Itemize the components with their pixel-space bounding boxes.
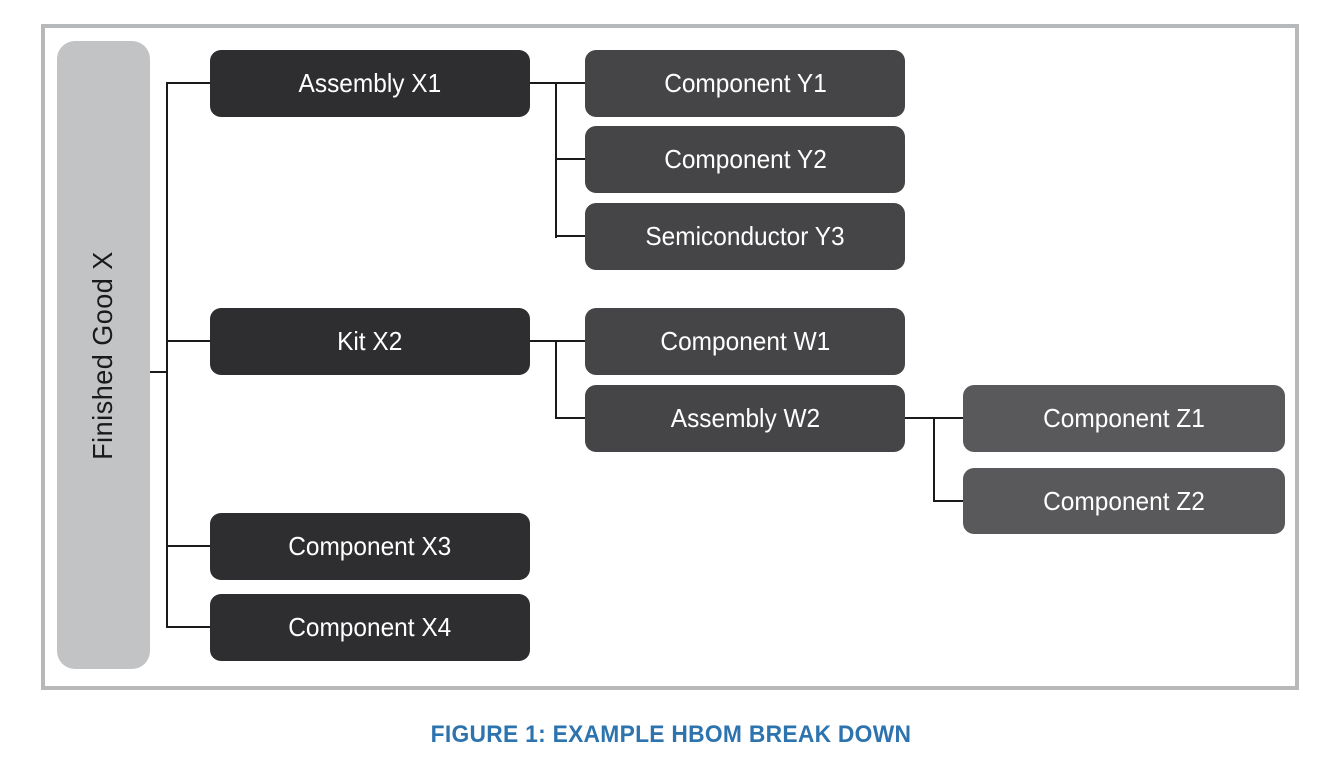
node-label: Component Z1 — [1043, 403, 1205, 433]
node-component-y2: Component Y2 — [585, 126, 905, 193]
node-component-z2: Component Z2 — [963, 468, 1285, 534]
connector-x2-to-w1 — [530, 340, 585, 342]
node-label: Component Y2 — [663, 144, 827, 174]
connector-to-component-y2 — [555, 158, 585, 160]
node-component-z1: Component Z1 — [963, 385, 1285, 452]
node-label: Semiconductor Y3 — [645, 221, 845, 251]
connector-root-stub — [150, 371, 168, 373]
node-assembly-w2: Assembly W2 — [585, 385, 905, 452]
connector-to-kit-x2 — [166, 340, 210, 342]
connector-w2-trunk — [933, 417, 935, 502]
node-component-w1: Component W1 — [585, 308, 905, 375]
node-label: Component Z2 — [1043, 485, 1205, 516]
figure-caption-text: FIGURE 1: EXAMPLE HBOM BREAK DOWN — [430, 721, 912, 748]
node-component-x3: Component X3 — [210, 513, 530, 580]
connector-to-component-x3 — [166, 545, 210, 547]
connector-to-component-z2 — [933, 500, 963, 502]
connector-x1-trunk — [555, 82, 557, 238]
node-assembly-x1: Assembly X1 — [210, 50, 530, 117]
node-component-y1: Component Y1 — [585, 50, 905, 117]
node-kit-x2: Kit X2 — [210, 308, 530, 375]
node-label: Finished Good X — [87, 250, 119, 460]
node-component-x4: Component X4 — [210, 594, 530, 661]
connector-to-semiconductor-y3 — [555, 235, 585, 237]
connector-to-assembly-x1 — [166, 82, 210, 84]
node-finished-good-x: Finished Good X — [57, 41, 150, 669]
connector-to-component-x4 — [166, 626, 210, 628]
node-label: Component W1 — [660, 326, 830, 356]
node-label: Component X3 — [288, 531, 452, 561]
diagram-frame — [41, 24, 1299, 690]
node-label: Component X4 — [288, 612, 452, 642]
node-label: Component Y1 — [663, 68, 827, 98]
connector-x1-to-y1 — [530, 82, 585, 84]
node-semiconductor-y3: Semiconductor Y3 — [585, 203, 905, 270]
connector-x2-trunk — [555, 340, 557, 419]
connector-root-trunk — [166, 82, 168, 628]
node-label: Assembly X1 — [298, 68, 442, 98]
node-label: Assembly W2 — [670, 403, 820, 433]
connector-to-assembly-w2 — [555, 417, 585, 419]
figure-caption: FIGURE 1: EXAMPLE HBOM BREAK DOWN — [0, 721, 1342, 749]
node-label: Kit X2 — [337, 326, 403, 356]
